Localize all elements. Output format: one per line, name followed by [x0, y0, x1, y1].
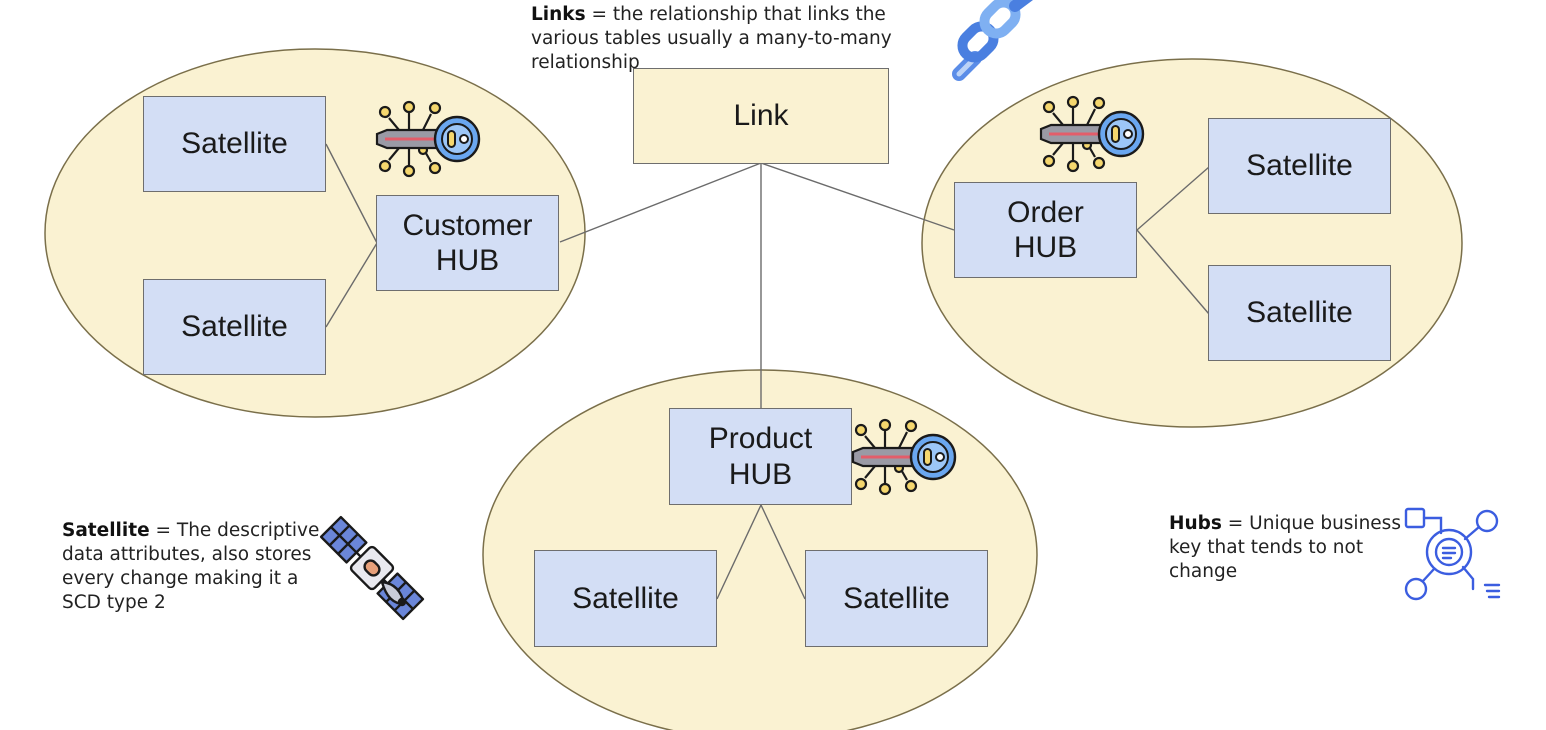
digital-key-icon	[375, 100, 481, 178]
hubs-note: Hubs = Unique business key that tends to…	[1169, 512, 1401, 584]
hub-network-icon	[1404, 507, 1501, 601]
connector-customer-sat-bottom	[325, 242, 378, 328]
product-hub: Product HUB	[669, 408, 852, 505]
product-satellite-right: Satellite	[805, 550, 988, 647]
customer-satellite-top: Satellite	[143, 96, 326, 192]
connector-product-sat-left	[716, 504, 762, 600]
connector-link-customer	[559, 162, 762, 243]
order-hub-label: Order HUB	[1007, 195, 1084, 264]
satellite-definition: = The descriptive data attributes, also …	[62, 520, 320, 613]
customer-hub: Customer HUB	[376, 195, 559, 291]
hubs-definition: = Unique business key that tends to not …	[1169, 513, 1401, 582]
product-satellite-left: Satellite	[534, 550, 717, 647]
order-satellite-bottom: Satellite	[1208, 265, 1391, 361]
order-hub: Order HUB	[954, 182, 1137, 278]
hubs-term: Hubs	[1169, 513, 1222, 534]
links-definition: = the relationship that links the variou…	[531, 4, 892, 73]
links-term: Links	[531, 4, 586, 25]
satellite-label: Satellite	[181, 127, 288, 161]
satellite-note: Satellite = The descriptive data attribu…	[62, 519, 320, 615]
order-satellite-top: Satellite	[1208, 118, 1391, 214]
connector-link-order	[760, 162, 955, 231]
customer-satellite-bottom: Satellite	[143, 279, 326, 375]
connector-order-sat-top	[1136, 166, 1210, 231]
connector-order-sat-bottom	[1136, 229, 1210, 315]
satellite-label: Satellite	[843, 581, 950, 615]
digital-key-icon	[1039, 95, 1145, 173]
satellite-label: Satellite	[181, 310, 288, 344]
satellite-label: Satellite	[1246, 296, 1353, 330]
satellite-label: Satellite	[1246, 149, 1353, 183]
satellite-term: Satellite	[62, 520, 150, 541]
link-label: Link	[733, 99, 789, 133]
chain-link-icon	[952, 0, 1033, 81]
connector-product-sat-right	[760, 504, 806, 600]
links-note: Links = the relationship that links the …	[531, 3, 956, 75]
satellite-label: Satellite	[572, 581, 679, 615]
satellite-icon	[319, 515, 425, 621]
link-box: Link	[633, 68, 889, 164]
connector-customer-sat-top	[325, 143, 378, 244]
customer-hub-label: Customer HUB	[402, 208, 533, 277]
digital-key-icon	[851, 418, 957, 496]
product-hub-label: Product HUB	[708, 422, 813, 491]
